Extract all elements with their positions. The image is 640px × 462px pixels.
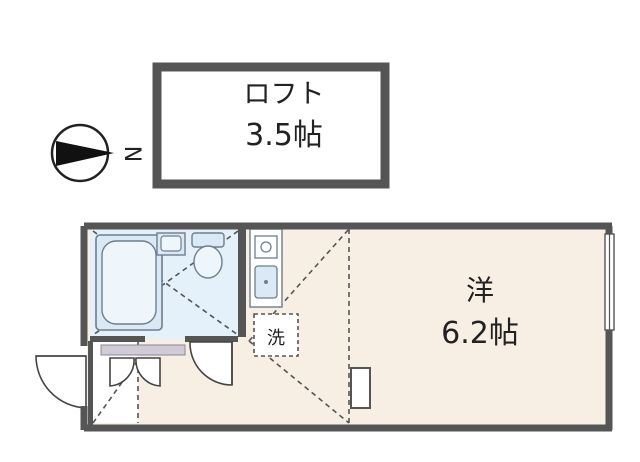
front-door — [35, 355, 87, 409]
outer-walls — [80, 222, 613, 432]
loft-outline — [152, 62, 390, 189]
kitchen-stove — [254, 235, 278, 259]
washer-outline — [253, 313, 299, 357]
loft-area: 3.5帖 — [245, 118, 323, 153]
doors — [35, 341, 233, 409]
compass-arrow-icon — [56, 141, 114, 166]
room-area: 6.2帖 — [441, 316, 519, 351]
entrance-step — [100, 344, 186, 356]
loft-label: ロフト — [244, 79, 325, 110]
bathtub-inner — [101, 240, 157, 325]
toilet-tank — [191, 232, 225, 248]
toilet — [191, 232, 225, 279]
room-label: 洋 — [466, 274, 494, 307]
closet-marker — [350, 367, 371, 409]
closet-door-left — [109, 357, 135, 387]
washer-space: 洗 — [253, 313, 299, 357]
washer-label: 洗 — [267, 328, 285, 349]
sink-drain-icon — [264, 280, 268, 284]
unit: 洗 — [35, 222, 615, 432]
bathtub — [95, 234, 163, 331]
compass-direction: N — [119, 146, 144, 162]
compass: N — [50, 123, 144, 183]
closet-door-right — [135, 357, 161, 387]
interior-walls — [88, 229, 246, 425]
loft: ロフト 3.5帖 — [152, 62, 390, 189]
toilet-bowl — [193, 245, 223, 279]
window — [604, 233, 615, 331]
bath-sink-basin — [160, 235, 182, 252]
bath-sink — [156, 232, 186, 256]
kitchen — [249, 228, 283, 308]
stove-burner-icon — [260, 241, 272, 253]
